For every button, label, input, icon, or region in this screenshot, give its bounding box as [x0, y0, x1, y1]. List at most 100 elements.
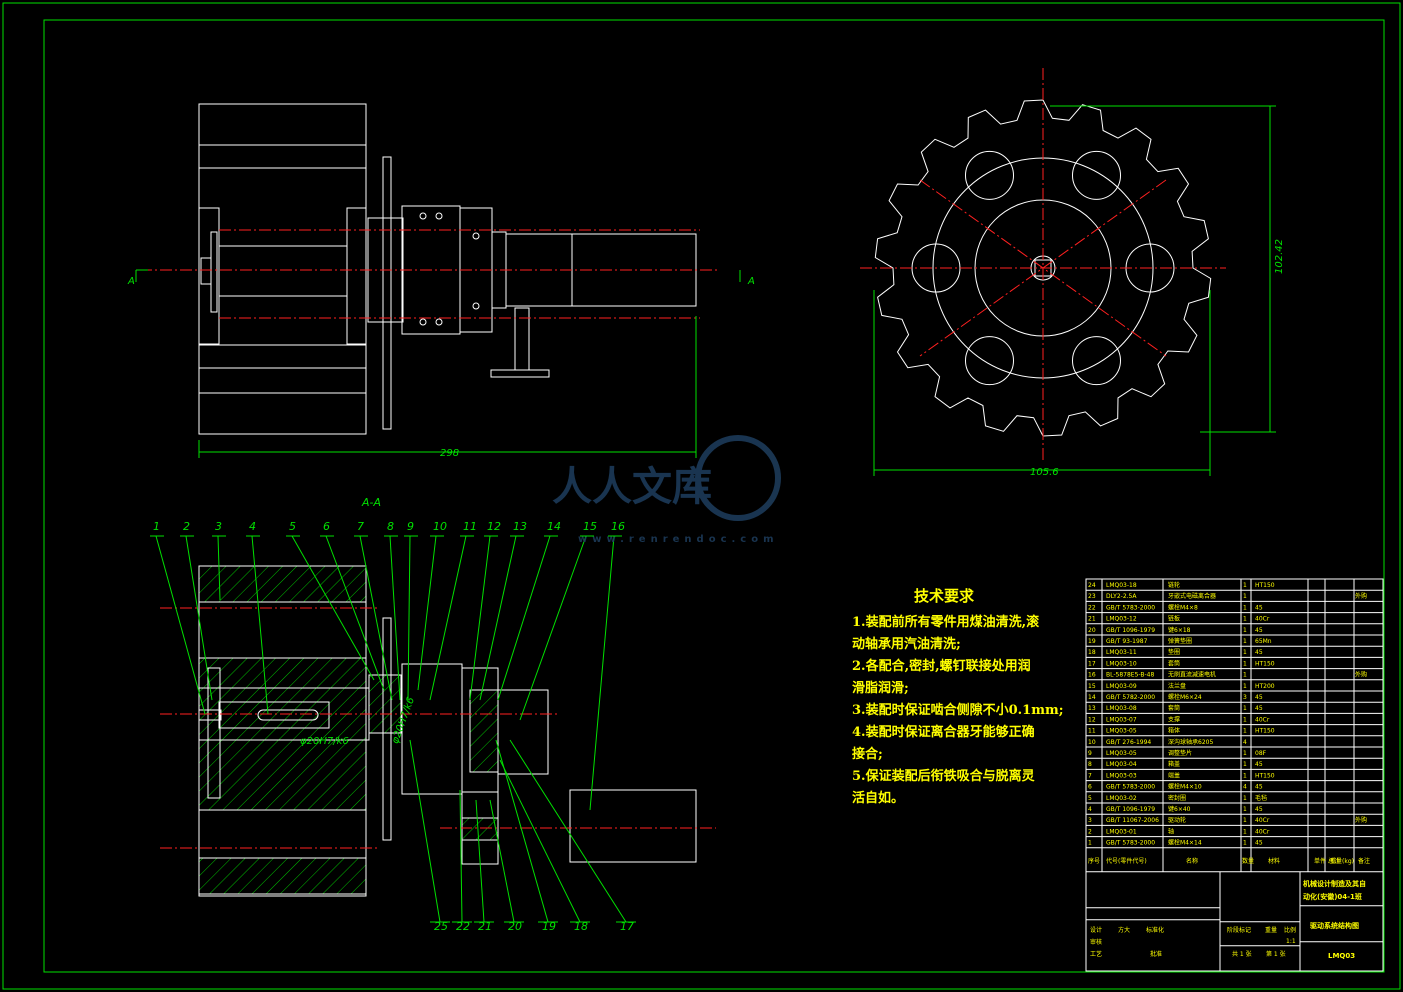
scale-label: 比例: [1284, 926, 1296, 934]
bom-cell: 密封圈: [1168, 794, 1186, 802]
bom-cell: 螺栓M4×8: [1168, 603, 1198, 611]
bom-cell: 1: [1243, 750, 1247, 757]
part-label: 7: [357, 520, 364, 533]
part-label: 18: [574, 920, 588, 933]
bom-cell: 8: [1088, 761, 1092, 768]
bom-cell: LMQ03-12: [1106, 616, 1137, 623]
bom-cell: 1: [1243, 705, 1247, 712]
part-label: 4: [249, 520, 256, 533]
bom-cell: 45: [1255, 761, 1263, 768]
part-label: 8: [387, 520, 394, 533]
bom-cell: 22: [1088, 604, 1096, 611]
bom-cell: 1: [1243, 761, 1247, 768]
inner-border: [43, 19, 1385, 973]
lightening-hole: [1072, 150, 1121, 200]
bom-cell: 18: [1088, 649, 1096, 656]
bom-header-cell: 数量: [1242, 857, 1254, 865]
part-label: 16: [611, 520, 625, 533]
bom-cell: 10: [1088, 739, 1096, 746]
bom-cell: GB/T 5783-2000: [1106, 784, 1155, 791]
design-cell: 方大: [1118, 926, 1130, 934]
note-line: 2.各配合,密封,螺钉联接处用润: [852, 658, 1031, 674]
note-line: 4.装配时保证离合器牙能够正确: [852, 724, 1035, 740]
part-label: 19: [542, 920, 556, 933]
bom-cell: LMQ03-07: [1106, 716, 1137, 723]
section-title: A-A: [361, 496, 381, 509]
bom-cell: 套筒: [1168, 704, 1180, 712]
bom-cell: 垫圈: [1168, 648, 1180, 656]
bom-header-cell: 名称: [1186, 857, 1198, 865]
note-line: 动轴承用汽油清洗;: [852, 636, 961, 652]
shaft: [218, 245, 348, 297]
bom-cell: HT150: [1255, 772, 1275, 779]
bom-cell: 14: [1088, 694, 1096, 701]
bom-cell: 箱体: [1168, 727, 1180, 735]
bom-header-cell: 单件 总计: [1314, 857, 1340, 865]
bom-cell: HT150: [1255, 582, 1275, 589]
bom-header-cell: 材料: [1268, 857, 1280, 865]
bom-header-cell: 备注: [1358, 857, 1370, 865]
part-label: 10: [433, 520, 447, 533]
fit-dim-shaft: φ20H7/k6: [300, 736, 349, 747]
bom-cell: 外购: [1355, 671, 1367, 679]
bom-cell: LMQ03-01: [1106, 828, 1137, 835]
bom-cell: 45: [1255, 649, 1263, 656]
watermark-text: 人人文库: [552, 464, 712, 510]
bom-cell: 1: [1243, 649, 1247, 656]
bom-cell: 65Mn: [1255, 638, 1272, 645]
bom-cell: 支撑: [1168, 715, 1180, 723]
part-label: 15: [583, 520, 597, 533]
bom-cell: HT150: [1255, 728, 1275, 735]
bom-cell: 45: [1255, 627, 1263, 634]
bom-cell: GB/T 276-1994: [1106, 739, 1151, 746]
bom-cell: 45: [1255, 806, 1263, 813]
bom-cell: GB/T 5783-2000: [1106, 604, 1155, 611]
bom-cell: 1: [1243, 772, 1247, 779]
part-label: 17: [620, 920, 634, 933]
bom-cell: 11: [1088, 728, 1096, 735]
bom-cell: 9: [1088, 750, 1092, 757]
sprocket-outline: [874, 99, 1212, 437]
bom-cell: 5: [1088, 795, 1092, 802]
note-line: 接合;: [852, 746, 883, 762]
part-label: 5: [289, 520, 296, 533]
technical-notes: 技术要求 1.装配前所有零件用煤油清洗,滚 动轴承用汽油清洗;2.各配合,密封,…: [852, 587, 1064, 806]
bom-cell: 12: [1088, 716, 1096, 723]
sheets-total: 共 1 张: [1232, 950, 1252, 958]
bom-cell: 毛毡: [1255, 794, 1267, 802]
drawing-name: 驱动系统结构图: [1310, 921, 1359, 930]
drawing-number: LMQ03: [1328, 952, 1355, 960]
bom-cell: 3: [1243, 694, 1247, 701]
bom-cell: 1: [1243, 728, 1247, 735]
bom-cell: 1: [1243, 616, 1247, 623]
part-label: 20: [508, 920, 522, 933]
bom-cell: 套筒: [1168, 659, 1180, 667]
bom-cell: GB/T 11067-2006: [1106, 817, 1159, 824]
bom-cell: GB/T 5783-2000: [1106, 840, 1155, 847]
bom-cell: 40Cr: [1255, 817, 1270, 824]
dim-102-42: 102.42: [1274, 239, 1285, 274]
section-mark-right: A: [747, 276, 755, 287]
bom-cell: 45: [1255, 784, 1263, 791]
watermark-url: www.renrendoc.com: [578, 534, 779, 545]
bom-cell: 轴: [1168, 827, 1174, 835]
part-label: 21: [478, 920, 492, 933]
lightening-hole: [965, 150, 1014, 200]
design-cell: 标准化: [1146, 926, 1164, 934]
bom-cell: 40Cr: [1255, 828, 1270, 835]
bom-cell: 1: [1243, 627, 1247, 634]
bom-cell: 45: [1255, 705, 1263, 712]
bom-cell: 08F: [1255, 750, 1267, 757]
bom-cell: 1: [1243, 672, 1247, 679]
bom-cell: LMQ03-05: [1106, 728, 1137, 735]
note-line: 1.装配前所有零件用煤油清洗,滚: [852, 614, 1040, 630]
bom-header-cell: 代号(零件代号): [1106, 857, 1147, 865]
bom-cell: 键6×40: [1168, 805, 1191, 813]
bom-cell: 螺栓M6×24: [1168, 693, 1202, 701]
sprocket-view: 105.6 102.42: [860, 68, 1285, 478]
bom-cell: BL-5878E5-B-48: [1106, 672, 1154, 679]
bom-cell: 键6×18: [1168, 626, 1191, 634]
title-school: 机械设计制造及其自: [1303, 879, 1366, 888]
